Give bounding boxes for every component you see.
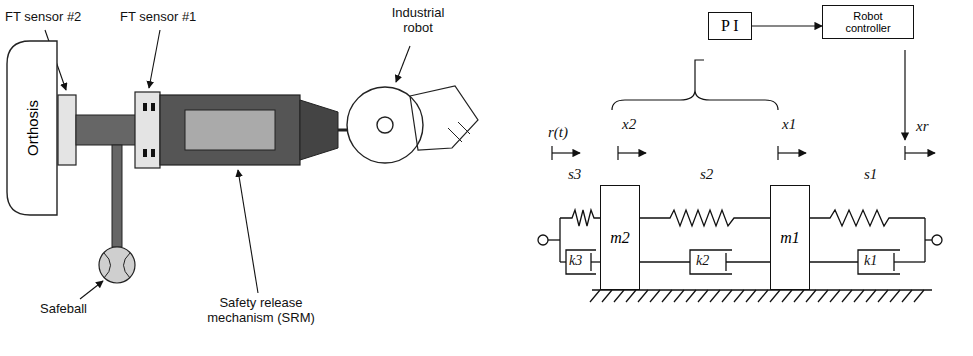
signal-symbol: r(t) [548,124,568,141]
node-text: Robot controller [831,10,905,34]
position-symbol: xr [916,118,929,135]
controller-box: Robot controller [822,5,914,39]
sensor-label: FT sensor #1 [120,10,196,25]
spring-symbol: s2 [700,166,713,183]
orthosis-shape: Orthosis [6,40,58,216]
node-text: P I [721,17,739,35]
mass-block: m1 [770,185,810,290]
orthosis-mount [58,86,478,283]
mechanism-label: Safety release mechanism (SRM) [196,296,326,326]
spring-symbol: s3 [568,166,581,183]
signal-lines [552,50,935,160]
signal-arrow [752,25,822,26]
position-symbol: x1 [782,116,796,133]
safeball-label: Safeball [40,302,87,317]
sensor-label: FT sensor #2 [5,10,81,25]
node-text: Orthosis [24,100,41,156]
spring-symbol: s1 [864,166,877,183]
damper-symbol: k2 [696,253,709,269]
mass-block: m2 [600,185,640,290]
leader-lines [45,30,410,299]
damper-symbol: k1 [864,253,877,269]
node-text: m1 [780,229,800,247]
robot-label: Industrial robot [378,6,458,36]
orthosis-outline [7,41,57,215]
mass-spring-damper [538,210,942,302]
controller-box: P I [708,12,752,40]
position-symbol: x2 [622,116,636,133]
node-text: m2 [610,229,630,247]
damper-symbol: k3 [569,253,582,269]
